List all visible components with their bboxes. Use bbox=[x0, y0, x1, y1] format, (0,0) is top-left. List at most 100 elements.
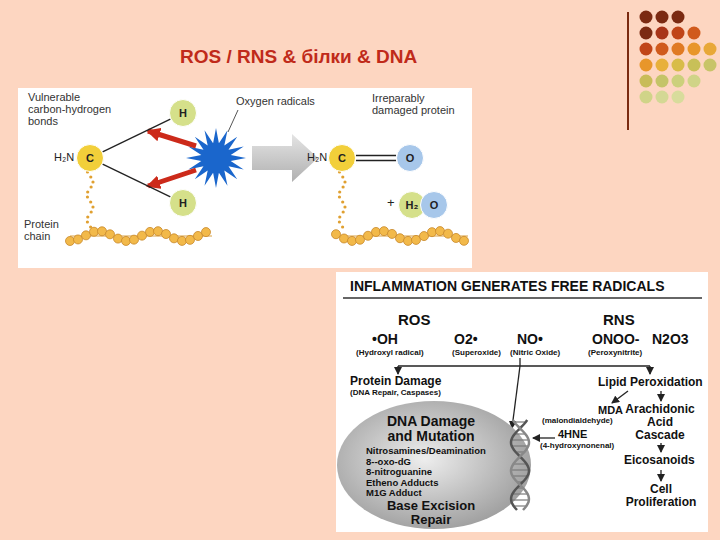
circle-shape bbox=[170, 100, 197, 127]
decor-dot bbox=[704, 59, 717, 72]
species-label: N2O3 bbox=[652, 332, 689, 347]
decor-dot bbox=[656, 43, 669, 56]
protein-bead bbox=[202, 228, 211, 237]
protein-bead bbox=[340, 234, 349, 243]
category-label: ROS bbox=[398, 312, 431, 329]
side-chain-dot bbox=[86, 195, 89, 198]
helix-rung bbox=[512, 445, 529, 446]
circle-shape bbox=[170, 190, 197, 217]
protein-bead bbox=[356, 235, 365, 244]
decor-dot bbox=[688, 27, 701, 40]
circle-shape bbox=[329, 145, 356, 172]
side-chain-dot bbox=[89, 200, 92, 203]
side-chain-dot bbox=[338, 195, 341, 198]
atom-symbol: O bbox=[396, 144, 424, 172]
protein-bead bbox=[332, 230, 341, 239]
decor-dot bbox=[640, 75, 653, 88]
bond-stroke bbox=[356, 155, 396, 156]
header-rule bbox=[343, 297, 702, 299]
image-panel bbox=[336, 272, 708, 532]
side-chain-dot bbox=[343, 180, 346, 183]
decor-dot bbox=[656, 11, 669, 24]
helix-strand bbox=[511, 420, 529, 510]
helix-rung bbox=[511, 499, 529, 500]
protein-bead bbox=[428, 228, 437, 237]
annotation: Vulnerable carbon-hydrogen bonds bbox=[28, 91, 120, 127]
side-chain-dot bbox=[341, 175, 344, 178]
dna-damage-ellipse: DNA Damage and MutationNitrosamines/Deam… bbox=[336, 400, 532, 530]
pathway-label: Arachidonic Acid Cascade bbox=[622, 403, 698, 443]
side-chain-dot bbox=[86, 190, 89, 193]
protein-bead bbox=[194, 231, 203, 240]
decor-dot bbox=[656, 27, 669, 40]
flow-arrow bbox=[660, 391, 661, 401]
group-label: H₂N bbox=[307, 151, 327, 163]
side-chain-dot bbox=[86, 215, 89, 218]
decor-dot bbox=[656, 59, 669, 72]
effect-note: (DNA Repair, Caspases) bbox=[350, 389, 441, 398]
side-chain-dot bbox=[338, 220, 341, 223]
species-name: (Superoxide) bbox=[452, 349, 501, 358]
attack-arrow bbox=[148, 131, 196, 146]
species-name: (Nitric Oxide) bbox=[510, 349, 560, 358]
side-chain-dot bbox=[91, 180, 94, 183]
protein-bead bbox=[404, 236, 413, 245]
protein-bead bbox=[130, 235, 139, 244]
atom-circle: O bbox=[420, 191, 448, 219]
list-item: Etheno Adducts bbox=[366, 478, 438, 488]
side-chain-dot bbox=[89, 185, 92, 188]
list-item: 8-nitroguanine bbox=[366, 467, 432, 477]
product-label: 4HNE bbox=[558, 428, 587, 440]
side-chain-dot bbox=[341, 225, 344, 228]
category-label: RNS bbox=[603, 312, 635, 329]
side-chain-dot bbox=[343, 205, 346, 208]
list-item: M1G Adduct bbox=[366, 488, 422, 498]
decor-dot bbox=[704, 43, 717, 56]
species-label: ONOO- bbox=[592, 332, 639, 347]
protein-bead bbox=[372, 227, 381, 236]
side-chain-dot bbox=[86, 220, 89, 223]
pathway-label: Eicosanoids bbox=[624, 454, 695, 467]
ellipse-heading: DNA Damage and Mutation bbox=[381, 414, 481, 443]
side-chain-dot bbox=[342, 210, 345, 213]
decor-dot bbox=[640, 11, 653, 24]
side-chain-dot bbox=[341, 185, 344, 188]
annotation: Oxygen radicals bbox=[236, 95, 315, 107]
bond-line bbox=[356, 156, 396, 161]
side-chain-dot bbox=[341, 200, 344, 203]
flow-arrow bbox=[512, 366, 520, 428]
helix-rung bbox=[511, 469, 529, 470]
bond-stroke bbox=[103, 164, 171, 197]
decor-dot bbox=[656, 91, 669, 104]
atom-circle: H bbox=[169, 189, 197, 217]
protein-bead bbox=[106, 230, 115, 239]
protein-bead bbox=[444, 229, 453, 238]
helix-rung bbox=[511, 439, 528, 440]
decor-dot bbox=[672, 27, 685, 40]
decor-dot bbox=[688, 43, 701, 56]
protein-bead bbox=[460, 236, 469, 245]
product-name: (4-hydroxynonenal) bbox=[540, 442, 614, 451]
atom-circle: C bbox=[76, 144, 104, 172]
leader-line bbox=[228, 110, 238, 132]
helix-strand bbox=[511, 420, 529, 510]
decor-dot bbox=[656, 75, 669, 88]
decor-dot bbox=[672, 43, 685, 56]
atom-circle: H bbox=[169, 99, 197, 127]
decor-dot bbox=[672, 11, 685, 24]
list-item: Nitrosamines/Deamination bbox=[366, 446, 486, 456]
flow-arrow bbox=[612, 391, 628, 403]
side-chain-dot bbox=[91, 205, 94, 208]
plus-sign: + bbox=[387, 196, 395, 210]
protein-bead bbox=[66, 236, 75, 245]
species-label: NO• bbox=[517, 332, 543, 347]
decor-dot bbox=[640, 43, 653, 56]
helix-rung bbox=[513, 475, 528, 476]
protein-bead bbox=[178, 236, 187, 245]
flow-arrow bbox=[649, 366, 650, 374]
atom-symbol: C bbox=[328, 144, 356, 172]
group-label: H₂N bbox=[54, 151, 74, 163]
circle-shape bbox=[77, 145, 104, 172]
bond-stroke bbox=[356, 160, 396, 161]
flow-arrow bbox=[533, 437, 555, 438]
